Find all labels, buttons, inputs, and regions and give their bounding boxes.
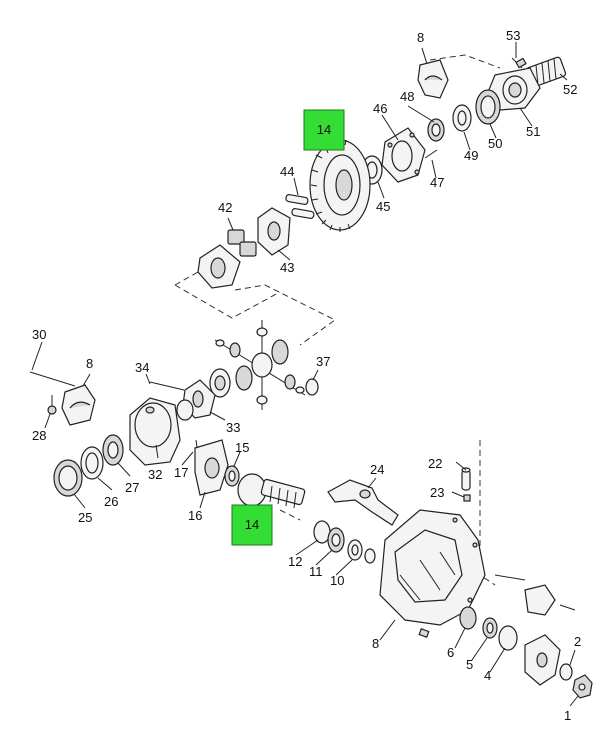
part-43-case-half [257, 207, 291, 256]
part-10-spacer [347, 539, 376, 564]
label-45: 45 [376, 199, 390, 214]
label-47: 47 [430, 175, 444, 190]
upper-carrier-assembly [197, 56, 567, 289]
part-44-pins [285, 194, 315, 219]
highlight-callout-drive-pinion[interactable]: 14 [231, 504, 273, 546]
label-33: 33 [226, 420, 240, 435]
leader-lines [31, 42, 579, 707]
label-22: 22 [428, 456, 442, 471]
part-46-case-half [381, 127, 426, 183]
label-24: 24 [370, 462, 384, 477]
part-53-bolt [511, 57, 527, 69]
part-22-pin [461, 467, 471, 491]
label-5: 5 [466, 657, 473, 672]
label-53: 53 [506, 28, 520, 43]
label-51: 51 [526, 124, 540, 139]
upper-side-housing [197, 244, 241, 289]
label-28: 28 [32, 428, 46, 443]
callout-labels: 53 52 51 50 49 48 47 46 45 44 43 42 8 8 … [32, 28, 581, 723]
part-15-bearing [224, 465, 240, 487]
label-27: 27 [125, 480, 139, 495]
housing-studs [418, 574, 576, 638]
label-17: 17 [174, 465, 188, 480]
label-10: 10 [330, 573, 344, 588]
spider-gear-cluster [214, 320, 306, 410]
highlight-box-ring-gear[interactable] [303, 109, 345, 151]
label-26: 26 [104, 494, 118, 509]
side-gear [209, 368, 231, 398]
label-48: 48 [400, 89, 414, 104]
part-48-bearing [427, 118, 445, 142]
part-14-drive-pinion [237, 473, 306, 509]
label-46: 46 [373, 101, 387, 116]
part-8-main-housing [379, 509, 486, 626]
label-6: 6 [447, 645, 454, 660]
part-26-race [80, 446, 104, 480]
part-47-bolt [424, 149, 438, 159]
label-2: 2 [574, 634, 581, 649]
part-28-lock [47, 395, 57, 415]
label-8-top: 8 [417, 30, 424, 45]
part-14-ring-gear [309, 139, 371, 232]
part-1-nut [572, 674, 593, 699]
part-5-bearing [482, 617, 498, 639]
label-34: 34 [135, 360, 149, 375]
label-23: 23 [430, 485, 444, 500]
part-27-bearing [102, 434, 124, 466]
part-6-seal [459, 606, 477, 630]
yoke [524, 634, 561, 686]
part-32-carrier-case [129, 397, 181, 466]
highlight-box-drive-pinion[interactable] [231, 504, 273, 546]
label-25: 25 [78, 510, 92, 525]
label-52: 52 [563, 82, 577, 97]
label-15: 15 [235, 440, 249, 455]
label-32: 32 [148, 467, 162, 482]
part-8-cap-left [61, 384, 96, 426]
middle-differential-assembly [29, 320, 319, 497]
label-16: 16 [188, 508, 202, 523]
part-37-washer [305, 378, 319, 396]
label-8-housing: 8 [372, 636, 379, 651]
highlight-label-drive-pinion: 14 [245, 517, 259, 532]
label-30: 30 [32, 327, 46, 342]
part-30-bolt [29, 371, 76, 387]
part-16-pinion-cage [194, 439, 229, 496]
label-44: 44 [280, 164, 294, 179]
highlight-label-ring-gear: 14 [317, 122, 331, 137]
highlight-callout-ring-gear[interactable]: 14 [303, 109, 345, 151]
part-42-pinion-gears [227, 229, 257, 257]
label-49: 49 [464, 148, 478, 163]
part-23-plug [463, 494, 471, 502]
thrust-washer [176, 399, 194, 421]
label-4: 4 [484, 668, 491, 683]
label-11: 11 [309, 564, 323, 579]
part-25-adjuster [53, 459, 83, 497]
label-43: 43 [280, 260, 294, 275]
part-8-cap-top [417, 59, 449, 99]
lower-pinion-assembly [194, 439, 593, 699]
part-51-flange [487, 67, 541, 111]
part-4-seal [498, 625, 518, 651]
label-42: 42 [218, 200, 232, 215]
part-24-shift-fork [327, 479, 399, 526]
label-1: 1 [564, 708, 571, 723]
part-11-bearing [327, 527, 345, 553]
label-8-left: 8 [86, 356, 93, 371]
part-2-washer [559, 663, 573, 681]
part-34-bolt [149, 381, 185, 391]
label-37: 37 [316, 354, 330, 369]
part-50-bearing [475, 89, 501, 125]
label-50: 50 [488, 136, 502, 151]
part-49-race [452, 104, 472, 132]
label-12: 12 [288, 554, 302, 569]
